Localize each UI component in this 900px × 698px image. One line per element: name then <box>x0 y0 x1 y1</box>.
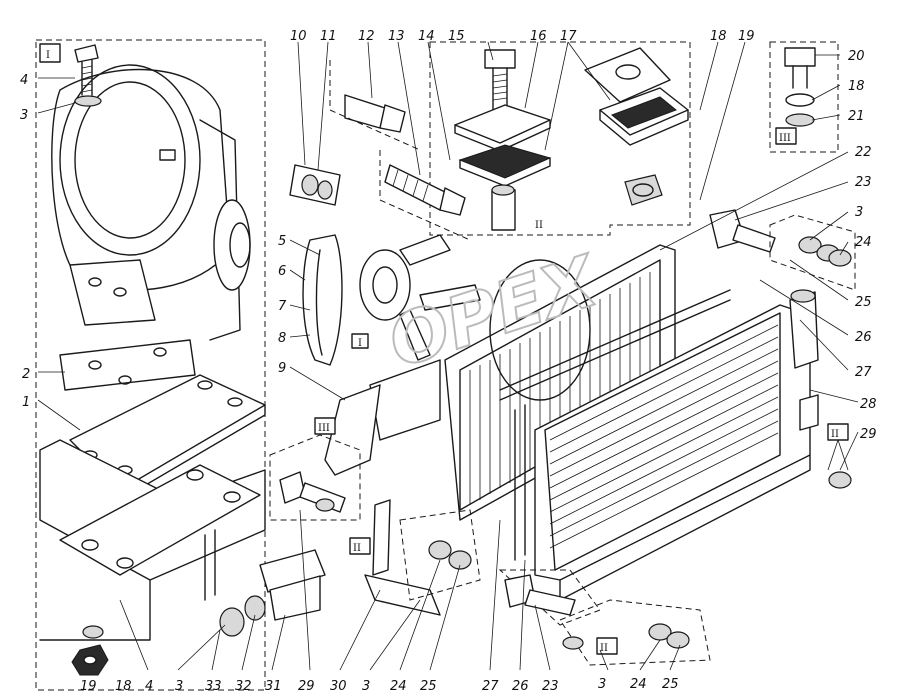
callout-27-right: 27 <box>855 365 872 380</box>
callout-3-right: 3 <box>855 205 863 220</box>
callout-2: 2 <box>22 367 30 382</box>
callout-17: 17 <box>560 29 577 44</box>
callout-24-bottom: 24 <box>390 679 407 694</box>
bolt-23-top <box>709 209 776 253</box>
tag-iii-top: III <box>779 133 791 144</box>
tag-ii-left: II <box>353 543 361 554</box>
tag-ii-bottom: II <box>600 643 608 654</box>
electric-motor <box>51 64 251 341</box>
panel-iii-frame <box>769 41 839 153</box>
bolt-assembly-iii <box>269 417 361 521</box>
callout-19-bottom: 19 <box>80 679 97 694</box>
callout-6: 6 <box>278 264 286 279</box>
tag-i-top: I <box>46 50 50 61</box>
callout-3-bottom: 3 <box>175 679 183 694</box>
bolt-4 <box>74 44 102 107</box>
callout-23-bottom: 23 <box>542 679 559 694</box>
callout-1: 1 <box>22 395 30 410</box>
leader-lines <box>37 41 859 671</box>
bolt-12 <box>329 60 421 151</box>
callout-4-bottom: 4 <box>145 679 153 694</box>
callout-28: 28 <box>860 397 877 412</box>
callout-22: 22 <box>855 145 872 160</box>
callout-3-bottom-2: 3 <box>362 679 370 694</box>
nut-19 <box>71 625 109 676</box>
gasket-27 <box>499 289 731 561</box>
tag-iii-left: III <box>318 423 330 434</box>
callout-27-bottom: 27 <box>482 679 499 694</box>
callout-numbers: 4 3 2 1 10 11 12 13 14 15 16 17 18 19 20… <box>20 29 877 694</box>
bolt-13 <box>379 150 471 241</box>
callout-23-top: 23 <box>855 175 872 190</box>
callout-19-top: 19 <box>738 29 755 44</box>
callout-4: 4 <box>20 73 28 88</box>
callout-31: 31 <box>265 679 282 694</box>
bolt-31 <box>219 549 326 637</box>
tag-ii-right: II <box>831 429 839 440</box>
callout-13: 13 <box>388 29 405 44</box>
callout-18-top: 18 <box>710 29 727 44</box>
callout-10: 10 <box>290 29 307 44</box>
shim-30 <box>349 499 481 616</box>
callout-20: 20 <box>848 49 865 64</box>
bolt-23-bottom <box>498 569 711 666</box>
mounting-bracket <box>39 439 266 641</box>
callout-9: 9 <box>278 361 286 376</box>
callout-24-bottom-2: 24 <box>630 677 647 692</box>
callout-7: 7 <box>278 299 287 314</box>
clamp-17 <box>584 47 689 206</box>
callout-14: 14 <box>418 29 435 44</box>
callout-25-bottom-2: 25 <box>662 677 679 692</box>
callout-25-right: 25 <box>855 295 872 310</box>
tag-ii-top: II <box>535 220 543 231</box>
washer-set-24 <box>769 214 856 291</box>
callout-32: 32 <box>235 679 252 694</box>
callout-11: 11 <box>320 29 337 44</box>
roman-tags: I I III III II II II II <box>46 50 839 654</box>
callout-25-bottom: 25 <box>420 679 437 694</box>
callout-15: 15 <box>448 29 465 44</box>
callout-29-right: 29 <box>860 427 877 442</box>
panel-ii-frame <box>429 41 691 236</box>
callout-26-right: 26 <box>855 330 872 345</box>
callout-21: 21 <box>848 109 865 124</box>
plate-2 <box>59 339 196 391</box>
callout-12: 12 <box>358 29 375 44</box>
callout-33: 33 <box>205 679 222 694</box>
callout-3: 3 <box>20 108 28 123</box>
callout-24-right: 24 <box>855 235 872 250</box>
callout-18-right: 18 <box>848 79 865 94</box>
callout-8: 8 <box>278 331 286 346</box>
callout-29-bottom: 29 <box>298 679 315 694</box>
callout-18-bottom: 18 <box>115 679 132 694</box>
fan-belt-assembly <box>302 234 481 476</box>
callout-30: 30 <box>330 679 347 694</box>
callout-5: 5 <box>278 234 286 249</box>
callout-16: 16 <box>530 29 547 44</box>
bolt-15-assembly <box>454 49 552 231</box>
tag-i-fan: I <box>358 338 362 349</box>
radiator-28 <box>534 289 819 601</box>
panel-i-frame <box>35 39 266 691</box>
callout-26-bottom: 26 <box>512 679 529 694</box>
bushing-10 <box>289 164 341 206</box>
callout-3-bottom-3: 3 <box>598 677 606 692</box>
washer-29 <box>827 423 852 489</box>
